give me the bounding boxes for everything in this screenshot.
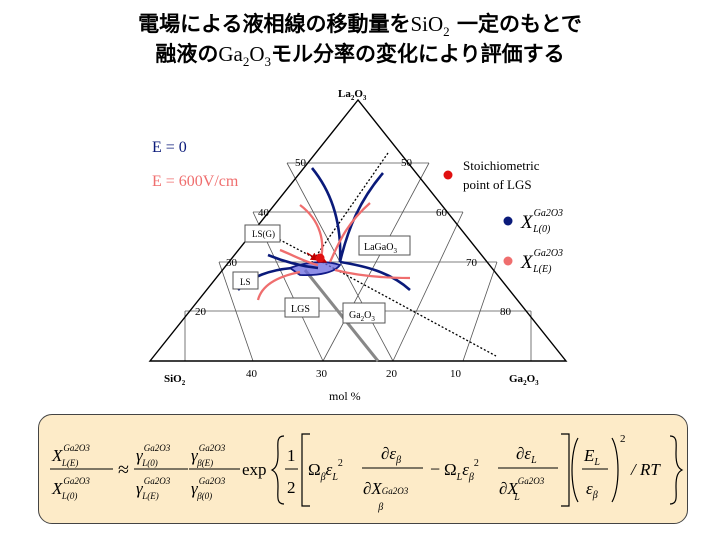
legend-stoich-line2: point of LGS: [463, 177, 532, 192]
bottom-tick: 30: [316, 368, 328, 380]
right-tick: 70: [466, 257, 478, 269]
svg-text:ΩLεβ2: ΩLεβ2: [444, 458, 479, 483]
phase-label-lagao3: LaGaO3: [358, 235, 411, 256]
left-axis-ticks: 50 40 30 20: [195, 157, 307, 318]
page-title-line-2: 融液のGa2O3モル分率の変化により評価する: [155, 42, 565, 70]
svg-text:EL: EL: [583, 446, 600, 468]
bottom-tick: 10: [450, 368, 462, 380]
left-tick: 20: [195, 306, 207, 318]
legend-stoich-dot: [443, 170, 453, 180]
right-tick: 80: [500, 306, 512, 318]
right-paren: [611, 437, 619, 503]
svg-text:ΩβεL2: ΩβεL2: [308, 458, 343, 483]
apex-label-ga2o3: Ga2O3: [509, 373, 539, 387]
svg-text:Ga2O3: Ga2O3: [349, 310, 375, 323]
apex-label-la2o3: La2O3: [338, 88, 367, 102]
stoichiometric-point: [315, 253, 325, 263]
phase-label-ga2o3: Ga2O3: [342, 302, 386, 324]
right-tick: 50: [401, 157, 413, 169]
field-ratio: EL εβ: [582, 446, 608, 501]
apex-label-sio2: SiO2: [164, 373, 186, 387]
svg-text:LS(G): LS(G): [252, 229, 275, 239]
bottom-axis-ticks: 40 30 20 10: [246, 368, 462, 380]
legend-e0-dot: [503, 216, 513, 226]
svg-text:LS: LS: [240, 277, 251, 287]
svg-text:εβ: εβ: [586, 479, 598, 501]
left-tick: 30: [226, 257, 238, 269]
right-axis-ticks: 50 60 70 80: [401, 157, 512, 318]
legend-e0: E = 0: [152, 139, 187, 156]
left-bracket: [301, 433, 310, 507]
phase-label-lgs: LGS: [284, 297, 320, 318]
page-title-line-1: 電場による液相線の移動量をSiO2 一定のもとで: [138, 12, 582, 40]
liquidus-e0-curves: [237, 167, 411, 291]
over-rt: / RT: [630, 460, 661, 479]
svg-text:2: 2: [287, 478, 296, 497]
exp-operator: exp: [242, 460, 267, 479]
svg-text:∂εL: ∂εL: [516, 444, 537, 466]
approx-sign: ≈: [118, 459, 129, 481]
lgs-tie-line: [303, 269, 380, 362]
axis-unit-label: mol %: [329, 389, 361, 403]
left-tick: 50: [295, 157, 307, 169]
legend-e600: E = 600V/cm: [152, 173, 239, 190]
svg-text:2: 2: [620, 433, 626, 445]
legend-e600-dot: [503, 256, 513, 266]
ternary-phase-diagram: LS(G) LS LGS LaGaO3 Ga2O3 La2O3 SiO2 Ga2…: [148, 88, 568, 403]
right-bracket: [561, 433, 570, 507]
svg-text:LGS: LGS: [291, 304, 310, 315]
triangle-grid: [184, 162, 532, 362]
left-brace: [270, 435, 285, 505]
svg-text:1: 1: [287, 446, 296, 465]
legend-stoich-line1: Stoichiometric: [463, 158, 540, 173]
minus-sign: −: [430, 459, 440, 479]
left-paren: [571, 437, 579, 503]
bottom-tick: 20: [386, 368, 398, 380]
right-tick: 60: [436, 207, 448, 219]
left-tick: 40: [258, 207, 270, 219]
svg-text:LaGaO3: LaGaO3: [364, 242, 397, 255]
svg-text:∂εβ: ∂εβ: [381, 444, 401, 466]
phase-label-ls-g: LS(G): [244, 224, 281, 243]
right-brace: [669, 435, 684, 505]
phase-label-ls: LS: [232, 271, 259, 290]
bottom-tick: 40: [246, 368, 258, 380]
